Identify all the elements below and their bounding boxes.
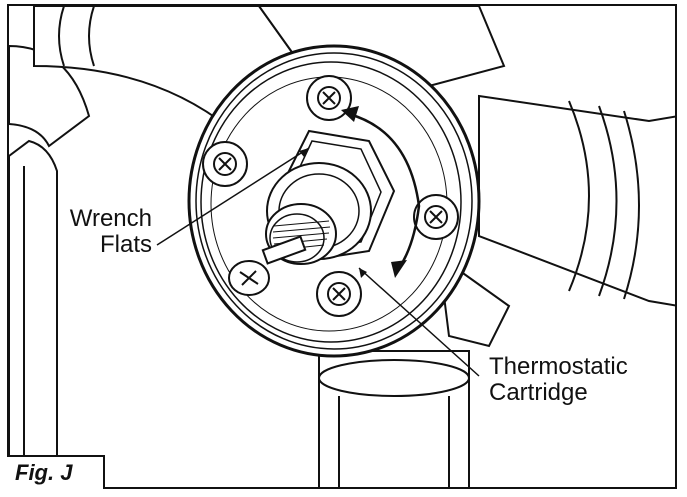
right-pipe	[478, 94, 675, 307]
screw-boss-left	[202, 141, 248, 187]
wrench-flats-line2: Flats	[99, 231, 152, 258]
threaded-shaft	[261, 235, 307, 265]
rotation-arrow-head-top	[341, 106, 359, 122]
cartridge-leader	[358, 267, 480, 377]
cartridge-label: Thermostatic Cartridge	[489, 354, 628, 406]
screw-boss-right	[413, 194, 459, 240]
figure-frame: Wrench Flats Thermostatic Cartridge	[7, 4, 677, 489]
valve-illustration	[9, 6, 675, 487]
figure-tag: Fig. J	[7, 455, 105, 489]
wrench-flats-leader	[156, 147, 310, 246]
cartridge-line2: Cartridge	[489, 379, 588, 406]
left-vertical-pipe	[9, 139, 58, 487]
figure-tag-text: Fig. J	[15, 460, 73, 485]
screw-boss-bottom	[316, 271, 362, 317]
wrench-flats-line1: Wrench	[69, 205, 152, 232]
rotation-arrow	[348, 112, 421, 269]
cartridge-line1: Thermostatic	[489, 353, 628, 380]
rotation-arrow-head-bottom	[391, 260, 407, 278]
screw-boss-top	[306, 75, 352, 121]
wrench-flats-label: Wrench Flats	[62, 206, 152, 258]
